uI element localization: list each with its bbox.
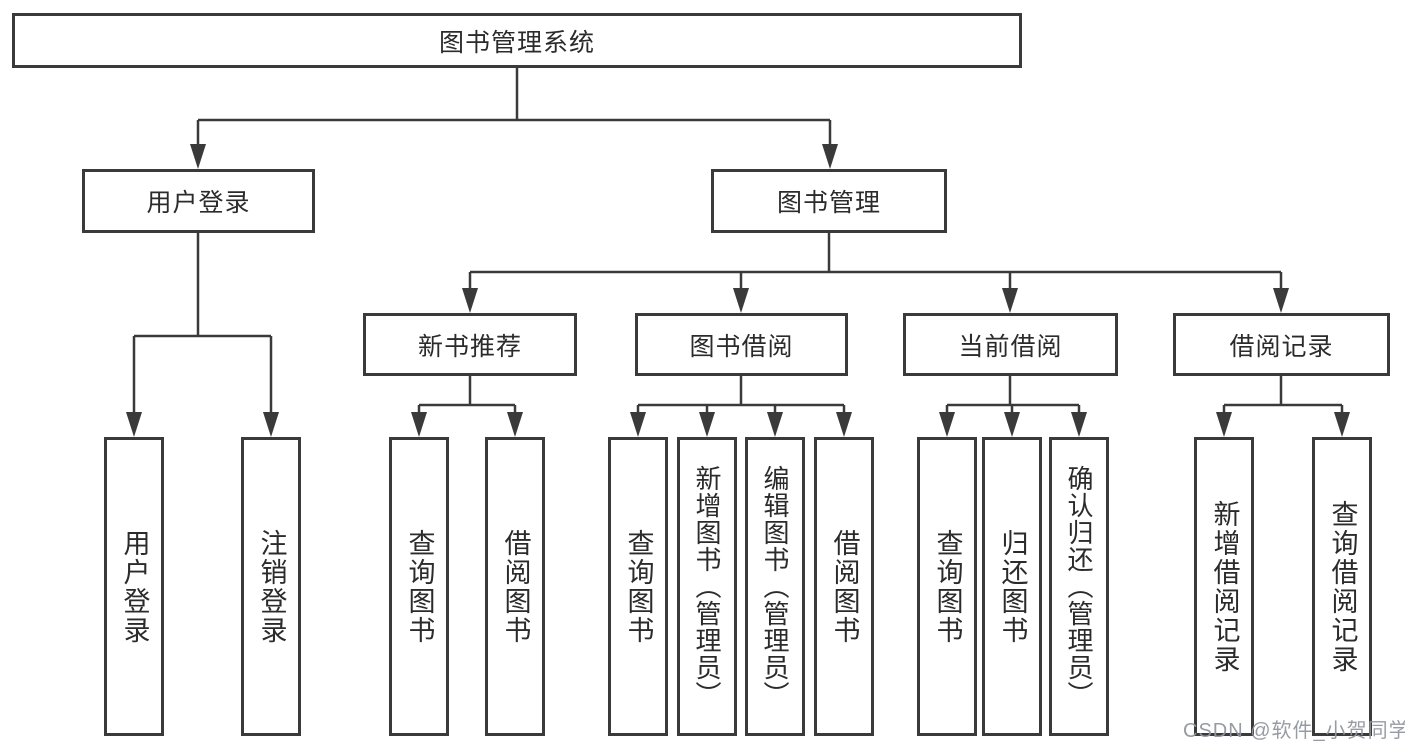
node-label: 当前借阅 [958, 332, 1063, 361]
node-borrow-records: 借阅记录 [1173, 313, 1390, 376]
leaf-borrow-add-books-admin: 新增图书（管理员） [677, 437, 737, 736]
node-label: 图书管理系统 [438, 28, 595, 57]
leaf-newbook-query-books: 查询图书 [389, 437, 449, 736]
leaf-user-login: 用户登录 [104, 437, 164, 736]
leaf-logout: 注销登录 [241, 437, 301, 736]
node-label: 借阅记录 [1229, 332, 1334, 361]
node-new-book-recommend: 新书推荐 [363, 313, 577, 376]
node-current-borrow: 当前借阅 [903, 313, 1118, 376]
node-label: 图书管理 [776, 189, 881, 217]
leaf-current-query-books: 查询图书 [917, 437, 977, 736]
leaf-newbook-borrow-books: 借阅图书 [485, 437, 545, 736]
leaf-borrow-edit-books-admin: 编辑图书（管理员） [745, 437, 805, 736]
node-user-login: 用户登录 [82, 169, 315, 233]
leaf-records-query-record: 查询借阅记录 [1312, 437, 1372, 736]
leaf-current-return-books: 归还图书 [982, 437, 1042, 736]
node-book-borrow: 图书借阅 [635, 313, 848, 376]
node-book-management: 图书管理 [711, 169, 947, 233]
leaf-borrow-query-books: 查询图书 [608, 437, 668, 736]
node-label: 新书推荐 [417, 332, 522, 361]
node-label: 图书借阅 [689, 332, 794, 361]
node-root-library-system: 图书管理系统 [12, 13, 1022, 68]
leaf-current-confirm-return-admin: 确认归还（管理员） [1049, 437, 1109, 736]
node-label: 用户登录 [146, 189, 251, 217]
leaf-records-add-record: 新增借阅记录 [1194, 437, 1254, 736]
leaf-borrow-borrow-books: 借阅图书 [814, 437, 874, 736]
csdn-watermark: CSDN @软件_小贺同学 [1183, 720, 1405, 742]
